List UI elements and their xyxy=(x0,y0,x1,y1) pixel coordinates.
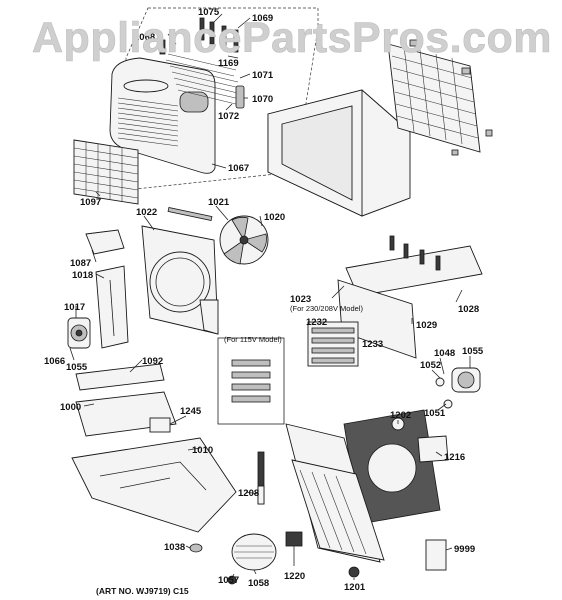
rear-grille xyxy=(387,39,493,156)
callout-1070: 1070 xyxy=(252,94,273,105)
part-1057 xyxy=(227,575,237,585)
part-1038 xyxy=(189,543,203,553)
heater-115v-box xyxy=(217,337,285,425)
site-watermark: AppliancePartsPros.com xyxy=(32,14,552,62)
callout-1010: 1010 xyxy=(192,445,213,456)
callout-1087: 1087 xyxy=(70,258,91,269)
callout-1017: 1017 xyxy=(64,302,85,313)
callout-1020: 1020 xyxy=(264,212,285,223)
motor-mount-1018 xyxy=(85,229,129,349)
control-panel-1029 xyxy=(337,235,483,359)
callout-9999: 9999 xyxy=(454,544,475,555)
callout-1029: 1029 xyxy=(416,320,437,331)
callout-1232: 1232 xyxy=(306,317,327,328)
callout-1245: 1245 xyxy=(180,406,202,417)
callout-1220: 1220 xyxy=(284,571,305,582)
callout-1000: 1000 xyxy=(60,402,81,413)
motor-1017 xyxy=(67,317,91,349)
part-1208 xyxy=(257,485,265,505)
condenser-coil xyxy=(257,423,385,563)
callout-1208: 1208 xyxy=(238,488,259,499)
callout-1023: 1023 xyxy=(290,294,311,305)
callout-1038: 1038 xyxy=(164,542,185,553)
callout-1069: 1069 xyxy=(252,13,273,24)
callout-1233: 1233 xyxy=(362,339,383,350)
callout-1216: 1216 xyxy=(444,452,465,463)
callout-1051: 1051 xyxy=(424,408,446,419)
callout-1092: 1092 xyxy=(142,356,163,367)
callout-1202: 1202 xyxy=(390,410,411,421)
callout-1201: 1201 xyxy=(344,582,366,593)
part-9999 xyxy=(425,539,447,571)
callout-1097: 1097 xyxy=(80,197,101,208)
callout-1058: 1058 xyxy=(248,578,269,589)
art-number: (ART NO. WJ9719) C15 xyxy=(96,586,189,596)
callout-1071: 1071 xyxy=(252,70,274,81)
part-1220 xyxy=(285,531,303,547)
front-grille-group xyxy=(109,7,319,191)
outdoor-fan-motor-1048 xyxy=(435,367,481,409)
leader-lines xyxy=(69,13,471,580)
callout-1018: 1018 xyxy=(72,270,93,281)
callout-1057: 1057 xyxy=(218,575,239,586)
condenser-shroud-1216 xyxy=(343,409,449,525)
callout-1022: 1022 xyxy=(136,207,157,218)
note-115v-model: (For 115V Model) xyxy=(224,335,282,344)
cabinet-case xyxy=(267,89,411,217)
callout-1066: 1066 xyxy=(44,356,65,367)
fan-1021 xyxy=(219,215,269,265)
callout-1055-right: 1055 xyxy=(462,346,484,357)
callout-1055-left: 1055 xyxy=(66,362,88,373)
part-1245 xyxy=(149,417,171,433)
callout-1169: 1169 xyxy=(218,58,239,69)
part-1201 xyxy=(348,566,360,578)
blower-wheel-1058 xyxy=(231,533,277,571)
note-230-208v-model: (For 230/208V Model) xyxy=(290,304,363,313)
callout-labels: 1075 1069 1068 1169 1071 1070 1072 1067 … xyxy=(44,7,484,593)
heater-230v-1232 xyxy=(307,321,359,367)
callout-1021: 1021 xyxy=(208,197,230,208)
callout-1075: 1075 xyxy=(198,7,220,18)
callout-1052: 1052 xyxy=(420,360,441,371)
callout-1067: 1067 xyxy=(228,163,249,174)
callout-1068: 1068 xyxy=(134,32,155,43)
callout-1072: 1072 xyxy=(218,111,239,122)
filter-1097 xyxy=(73,139,139,205)
callout-1048: 1048 xyxy=(434,348,455,359)
blower-housing-1022 xyxy=(141,206,219,335)
callout-1028: 1028 xyxy=(458,304,479,315)
